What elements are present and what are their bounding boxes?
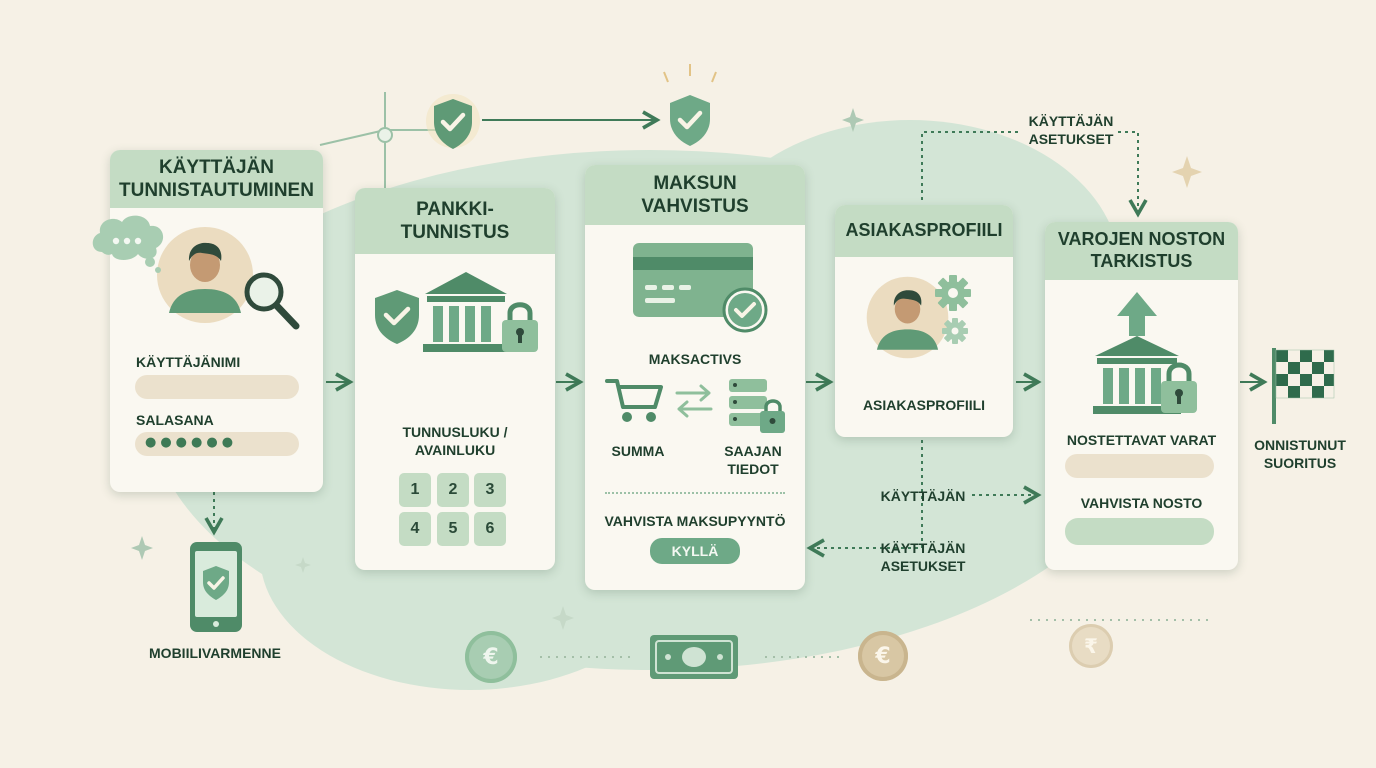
mobile-verification-label: MOBIILIVARMENNE — [149, 645, 281, 661]
password-field[interactable]: ●●●●●● — [135, 432, 299, 456]
amount-label: SUMMA — [611, 443, 665, 459]
confirm-withdrawal-label: VAHVISTA NOSTO — [1080, 495, 1203, 511]
euro-coin-icon: € — [465, 631, 517, 683]
success-label: ONNISTUNUT SUORITUS — [1254, 437, 1346, 471]
swap-arrows-icon — [675, 384, 713, 418]
magnifier-icon — [244, 272, 300, 330]
user-settings-label-top: KÄYTTÄJÄN ASETUKSET — [1028, 113, 1114, 147]
gold-coin-icon: € — [858, 631, 908, 681]
funds-field[interactable] — [1065, 454, 1214, 478]
withdrawal-step-title: VAROJEN NOSTON TARKISTUS — [1045, 222, 1238, 280]
keypad-key-1[interactable]: 1 — [399, 473, 431, 507]
check-circle-icon — [722, 287, 768, 333]
username-field[interactable] — [135, 375, 299, 399]
keypad-key-5[interactable]: 5 — [437, 512, 469, 546]
bank-auth-step-card: PANKKI-TUNNISTUS TUNNUSLUKU / AVAINLUKU … — [355, 188, 555, 570]
profile-step-title: ASIAKASPROFIILI — [835, 205, 1013, 257]
keypad-key-2[interactable]: 2 — [437, 473, 469, 507]
keypad-key-4[interactable]: 4 — [399, 512, 431, 546]
user-avatar-icon — [157, 227, 253, 323]
recipient-label: SAAJAN TIEDOT — [724, 443, 782, 477]
profile-step-card: ASIAKASPROFIILI AS — [835, 205, 1013, 437]
cart-icon — [605, 379, 663, 422]
padlock-icon — [502, 302, 538, 352]
login-step-card: KÄYTTÄJÄN TUNNISTAUTUMINEN KÄYTTÄJÄNIMI … — [110, 150, 323, 492]
payment-label: MAKSACTIVS — [648, 351, 742, 367]
gear-icon — [935, 275, 971, 344]
banknote-icon — [650, 635, 738, 679]
shield-check-icon — [375, 290, 419, 344]
login-step-title: KÄYTTÄJÄN TUNNISTAUTUMINEN — [110, 150, 323, 208]
payment-confirm-step-card: MAKSUN VAHVISTUS MAKSACTIVS SUMMA SAAJAN… — [585, 165, 805, 590]
user-label-middle: KÄYTTÄJÄN — [880, 488, 966, 504]
password-mask: ●●●●●● — [145, 435, 238, 450]
user-settings-label-bottom: KÄYTTÄJÄN ASETUKSET — [880, 540, 966, 574]
code-label: TUNNUSLUKU / AVAINLUKU — [402, 424, 508, 458]
arrow-up-icon — [1117, 292, 1157, 336]
finish-flag-icon — [1272, 348, 1335, 424]
password-label: SALASANA — [136, 412, 214, 428]
confirm-withdrawal-button[interactable] — [1065, 518, 1214, 545]
yes-button[interactable]: KYLLÄ — [650, 538, 740, 564]
mobile-phone-icon — [190, 542, 242, 632]
funds-label: NOSTETTAVAT VARAT — [1066, 432, 1217, 448]
rupee-coin-icon: ₹ — [1069, 624, 1113, 668]
shield-check-icon — [203, 566, 229, 600]
profile-label: ASIAKASPROFIILI — [862, 397, 986, 413]
bank-auth-step-title: PANKKI-TUNNISTUS — [355, 188, 555, 254]
keypad-key-6[interactable]: 6 — [474, 512, 506, 546]
payment-confirm-step-title: MAKSUN VAHVISTUS — [585, 165, 805, 225]
shield-check-icon — [664, 92, 716, 153]
shield-check-icon — [425, 93, 481, 160]
username-label: KÄYTTÄJÄNIMI — [136, 354, 241, 370]
credit-card-icon — [633, 243, 753, 317]
speech-bubble-icon — [88, 212, 168, 274]
withdrawal-step-card: VAROJEN NOSTON TARKISTUS NOSTETTAVAT VAR… — [1045, 222, 1238, 570]
divider — [605, 492, 785, 494]
padlock-icon — [1161, 362, 1197, 413]
keypad-key-3[interactable]: 3 — [474, 473, 506, 507]
bank-icon — [375, 272, 538, 352]
bank-icon — [1093, 292, 1197, 414]
user-avatar-icon — [866, 276, 949, 359]
request-label: VAHVISTA MAKSUPYYNTÖ — [604, 513, 786, 529]
server-lock-icon — [729, 379, 785, 433]
